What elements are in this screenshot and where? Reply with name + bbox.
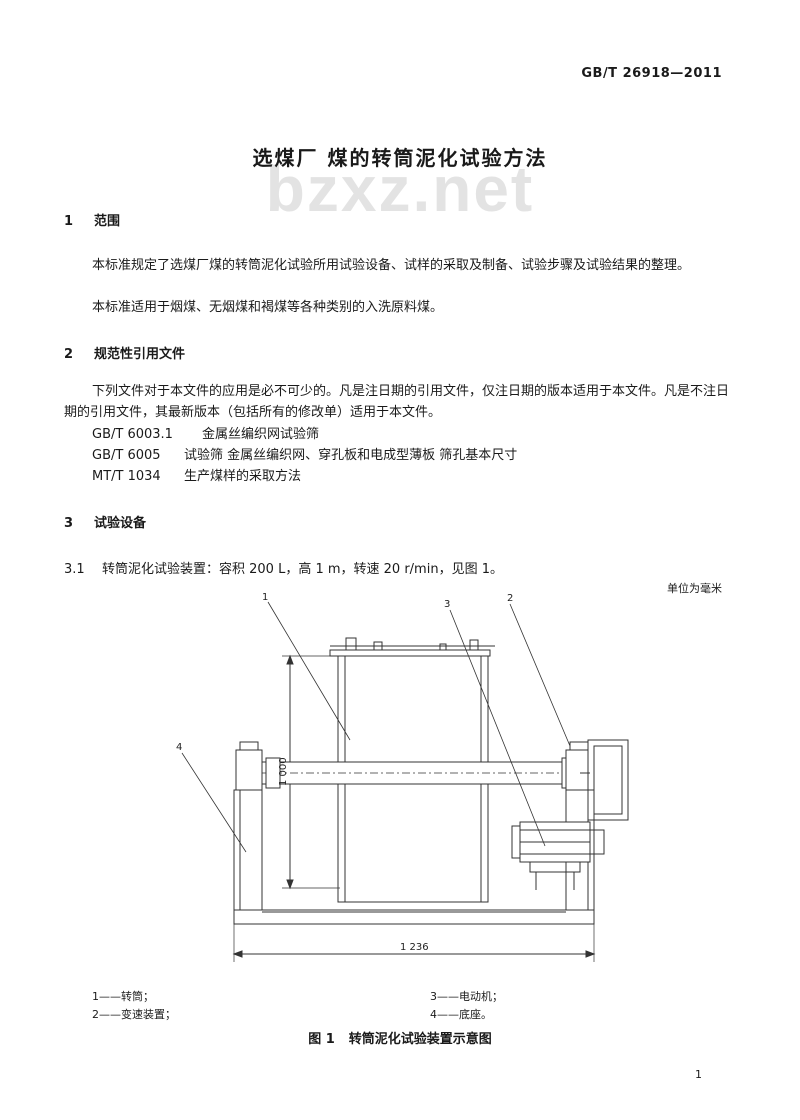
reference-item: MT/T 1034 生产煤样的采取方法 <box>92 466 301 487</box>
legend-number: 2 <box>92 1008 99 1021</box>
section-number: 2 <box>64 347 74 362</box>
reference-item: GB/T 6005 试验筛 金属丝编织网、穿孔板和电成型薄板 筛孔基本尺寸 <box>92 445 517 466</box>
reference-title: 生产煤样的采取方法 <box>184 469 302 484</box>
section-number: 3 <box>64 516 74 531</box>
section-title: 规范性引用文件 <box>94 347 186 362</box>
legend-text: 转筒； <box>121 990 154 1003</box>
reference-title: 金属丝编织网试验筛 <box>202 427 320 442</box>
section-1-heading: 1 范围 <box>64 210 120 229</box>
section-2-paragraph-1: 下列文件对于本文件的应用是必不可少的。凡是注日期的引用文件，仅注日期的版本适用于… <box>64 384 730 420</box>
width-dimension-label: 1 236 <box>400 942 429 953</box>
figure-caption-label: 图 1 <box>308 1032 335 1047</box>
reference-code: GB/T 6003.1 <box>92 427 173 442</box>
width-dimension <box>232 924 596 962</box>
legend-item-1: 1——转筒； <box>92 990 154 1003</box>
section-1-paragraph-2: 本标准适用于烟煤、无烟煤和褐煤等各种类别的入洗原料煤。 <box>92 300 444 315</box>
legend-text: 底座。 <box>459 1008 492 1021</box>
callout-1: 1 <box>262 592 268 603</box>
legend-item-4: 4——底座。 <box>430 1008 492 1021</box>
legend-number: 3 <box>430 990 437 1003</box>
section-1-paragraph-1: 本标准规定了选煤厂煤的转筒泥化试验所用试验设备、试样的采取及制备、试验步骤及试验… <box>92 258 691 273</box>
section-title: 范围 <box>94 214 121 229</box>
reference-item: GB/T 6003.1 金属丝编织网试验筛 <box>92 424 319 445</box>
section-number: 1 <box>64 214 74 229</box>
legend-number: 1 <box>92 990 99 1003</box>
reference-code: GB/T 6005 <box>92 448 161 463</box>
legend-text: 电动机； <box>459 990 503 1003</box>
section-title: 试验设备 <box>94 516 147 531</box>
callout-3: 3 <box>444 599 450 610</box>
clause-number: 3.1 <box>64 562 85 577</box>
height-dimension-label: 1 000 <box>278 757 289 786</box>
figure-caption-text: 转筒泥化试验装置示意图 <box>348 1032 492 1047</box>
legend-item-3: 3——电动机； <box>430 990 503 1003</box>
document-title: 选煤厂 煤的转筒泥化试验方法 <box>252 146 548 170</box>
legend-text: 变速装置； <box>121 1008 176 1021</box>
legend-item-2: 2——变速装置； <box>92 1008 176 1021</box>
callout-4: 4 <box>176 742 182 753</box>
drum-shaft <box>257 757 579 789</box>
section-2-heading: 2 规范性引用文件 <box>64 343 185 362</box>
page-number: 1 <box>695 1068 702 1081</box>
reference-title: 试验筛 金属丝编织网、穿孔板和电成型薄板 筛孔基本尺寸 <box>184 448 518 463</box>
callout-2: 2 <box>507 593 513 604</box>
legend-number: 4 <box>430 1008 437 1021</box>
figure-1-drawing: 1 3 2 4 1 000 1 236 <box>176 592 629 962</box>
standard-code: GB/T 26918—2011 <box>581 66 722 81</box>
unit-note: 单位为毫米 <box>667 582 722 595</box>
clause-text: 转筒泥化试验装置：容积 200 L，高 1 m，转速 20 r/min，见图 1… <box>102 562 503 577</box>
section-3-heading: 3 试验设备 <box>64 512 146 531</box>
electric-motor <box>511 821 605 890</box>
figure-caption: 图 1 转筒泥化试验装置示意图 <box>0 1028 800 1047</box>
reference-code: MT/T 1034 <box>92 469 161 484</box>
drum-top-cover <box>329 637 495 657</box>
clause-3-1: 3.1 转筒泥化试验装置：容积 200 L，高 1 m，转速 20 r/min，见… <box>64 558 503 577</box>
gearbox <box>580 739 629 821</box>
callout-leaders <box>181 601 571 853</box>
